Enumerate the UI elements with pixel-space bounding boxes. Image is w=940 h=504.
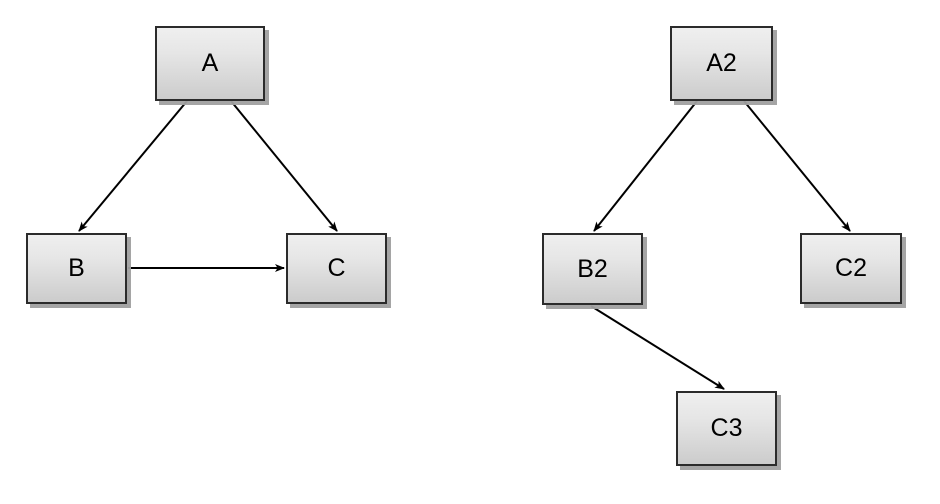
- node-a[interactable]: A: [155, 26, 265, 101]
- node-label-b: B: [68, 254, 85, 282]
- node-label-a: A: [201, 49, 219, 77]
- node-label-c2: C2: [835, 254, 867, 282]
- node-c2[interactable]: C2: [800, 233, 902, 304]
- node-label-c: C: [327, 254, 346, 282]
- node-c3[interactable]: C3: [676, 391, 777, 466]
- edge-a2-to-b2[interactable]: [593, 100, 698, 232]
- node-c[interactable]: C: [286, 233, 387, 304]
- edge-a-to-b[interactable]: [78, 100, 188, 232]
- edge-a2-to-c2[interactable]: [743, 100, 851, 232]
- node-b2[interactable]: B2: [542, 233, 643, 305]
- node-a2[interactable]: A2: [670, 26, 773, 101]
- edge-b2-to-c3[interactable]: [590, 305, 725, 390]
- node-label-a2: A2: [706, 49, 737, 77]
- node-label-b2: B2: [577, 254, 608, 283]
- edge-group: [78, 100, 851, 390]
- edge-a-to-c[interactable]: [230, 100, 338, 232]
- node-b[interactable]: B: [26, 233, 127, 304]
- node-label-c3: C3: [710, 414, 743, 442]
